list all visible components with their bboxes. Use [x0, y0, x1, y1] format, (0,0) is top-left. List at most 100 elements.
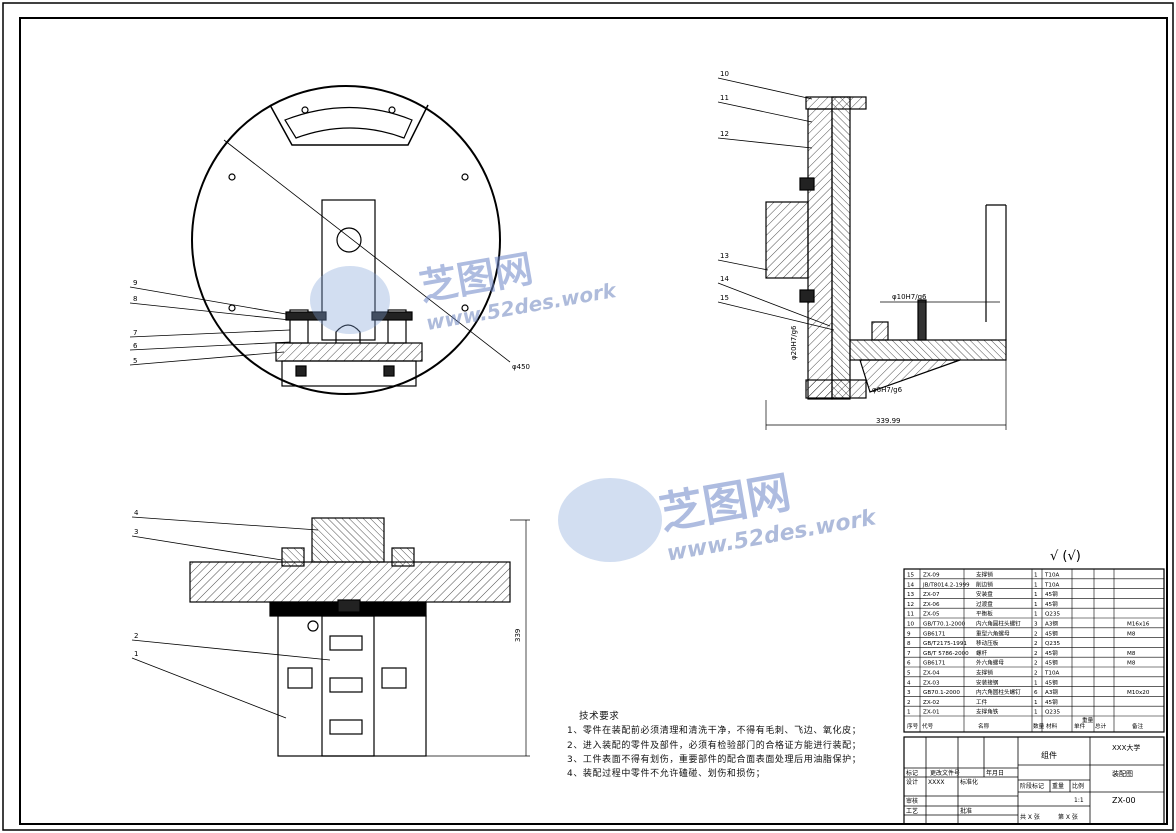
bom-cell: 2 [1034, 671, 1038, 677]
title-date-label: 年月日 [986, 769, 1004, 777]
inner-border [19, 17, 1168, 825]
bom-cell: M8 [1127, 661, 1136, 667]
bom-header-weight: 重量 [1082, 716, 1094, 724]
bom-cell: 2 [1034, 641, 1038, 647]
bom-cell: ZX-01 [923, 710, 940, 716]
bom-cell: 11 [907, 612, 915, 618]
bom-cell: 削边销 [976, 580, 993, 588]
callouts-right [717, 77, 835, 331]
bom-cell: 45钢 [1045, 698, 1058, 706]
title-block [903, 736, 1165, 825]
bom-cell: Q235 [1045, 710, 1061, 716]
title-weight-label: 重量 [1052, 782, 1064, 790]
title-review-label: 审核 [906, 797, 918, 805]
bom-cell: 13 [907, 592, 915, 598]
bom-cell: GB70.1-2000 [923, 690, 960, 696]
bom-cell: 45钢 [1045, 649, 1058, 657]
bom-cell: JB/T8014.2-1999 [922, 582, 970, 588]
bom-cell: 45钢 [1045, 659, 1058, 667]
bom-cell: 内六角圆柱头螺钉 [976, 620, 1021, 628]
bom-cell: M16x16 [1127, 622, 1150, 628]
bom-cell: A3钢 [1045, 688, 1058, 696]
bom-cell: 1 [1034, 680, 1038, 686]
bom-cell: 2 [1034, 661, 1038, 667]
technical-requirements: 技术要求 1、零件在装配前必须清理和清洗干净，不得有毛刺、飞边、氧化皮； 2、进… [567, 710, 897, 781]
bom-cell: 重型六角螺母 [976, 629, 1010, 637]
callout-12: 12 [720, 130, 729, 138]
title-scale: 1:1 [1074, 797, 1084, 804]
bom-cell: 1 [1034, 612, 1038, 618]
surface-roughness-symbol: √ (√) [1050, 549, 1081, 564]
bom-cell: 6 [907, 661, 911, 667]
tech-item: 3、工件表面不得有划伤，重要部件的配合面表面处理后用油脂保护； [567, 754, 862, 765]
bom-cell: ZX-02 [923, 700, 940, 706]
bom-header-cell: 材料 [1046, 722, 1058, 730]
bom-cell: 7 [907, 651, 911, 657]
front-view [189, 517, 530, 757]
tech-item: 1、零件在装配前必须清理和清洗干净，不得有毛刺、飞边、氧化皮； [567, 726, 862, 737]
bom-cell: 1 [1034, 592, 1038, 598]
dimension-diameter: φ450 [512, 363, 530, 371]
bom-cell: GB/T 5786-2000 [923, 651, 969, 657]
bom-cell: 1 [1034, 710, 1038, 716]
bom-cell: 6 [1034, 690, 1038, 696]
bom-cell: 15 [907, 573, 915, 579]
bom-cell: 过渡盘 [976, 600, 993, 608]
bom-cell: 支撑销 [976, 571, 993, 579]
callout-15: 15 [720, 294, 729, 302]
title-doc-label: 更改文件号 [930, 769, 960, 777]
bom-cell: 12 [907, 602, 914, 608]
bom-header-cell: 代号 [922, 722, 934, 730]
bom-cell: 1 [907, 710, 911, 716]
bom-cell: 工件 [976, 698, 988, 706]
bom-cell: 1 [1034, 582, 1038, 588]
title-scale-label: 比例 [1072, 782, 1084, 790]
bom-cell: T10A [1044, 582, 1060, 588]
title-standard-label: 标准化 [960, 778, 978, 786]
bom-cell: 10 [907, 622, 915, 628]
tech-item: 2、进入装配的零件及部件，必须有检验部门的合格证方能进行装配； [567, 740, 862, 751]
callout-14: 14 [720, 275, 729, 283]
bom-cell: ZX-07 [923, 592, 940, 598]
bom-cell: M8 [1127, 651, 1136, 657]
title-mark-label: 标记 [906, 769, 918, 777]
bom-cell: 安装接钢 [976, 678, 999, 686]
bom-cell: 9 [907, 631, 911, 637]
bom-cell: ZX-05 [923, 612, 940, 618]
bom-cell: 螺杆 [976, 649, 988, 657]
bom-cell: 2 [907, 700, 911, 706]
callout-4: 4 [134, 509, 139, 517]
bom-cell: 2 [1034, 651, 1038, 657]
bom-cell: Q235 [1045, 612, 1061, 618]
title-drawing-no: ZX-00 [1112, 796, 1136, 805]
bom-cell: 14 [907, 582, 915, 588]
bom-cell: A3钢 [1045, 620, 1058, 628]
bom-cell: GB6171 [923, 631, 946, 637]
bom-cell: 45钢 [1045, 600, 1058, 608]
bom-header-cell: 单件 [1074, 722, 1086, 730]
callout-7: 7 [133, 329, 137, 337]
bom-header-cell: 序号 [907, 722, 919, 730]
callout-6: 6 [133, 342, 138, 350]
title-design-label: 设计 [906, 778, 918, 786]
bom-cell: 1 [1034, 602, 1038, 608]
dimension-fit-10: φ10H7/g6 [892, 293, 927, 301]
bom-cell: 45钢 [1045, 678, 1058, 686]
callout-9: 9 [133, 279, 137, 287]
title-stage-label: 阶段标记 [1020, 782, 1044, 790]
bom-cell: ZX-09 [923, 573, 940, 579]
bom-cell: 5 [907, 671, 911, 677]
callout-2: 2 [134, 632, 138, 640]
callout-11: 11 [720, 94, 729, 102]
bom-cell: 2 [1034, 631, 1038, 637]
title-sheet: 第 X 张 [1058, 813, 1078, 821]
bom-cell: 45钢 [1045, 590, 1058, 598]
bom-cell: 移动压板 [976, 639, 999, 647]
bom-cell: ZX-06 [923, 602, 940, 608]
title-approve-label: 批准 [960, 807, 972, 815]
callout-3: 3 [134, 528, 138, 536]
callout-13: 13 [720, 252, 729, 260]
bom-cell: 内六角圆柱头螺钉 [976, 688, 1021, 696]
callout-5: 5 [133, 357, 137, 365]
